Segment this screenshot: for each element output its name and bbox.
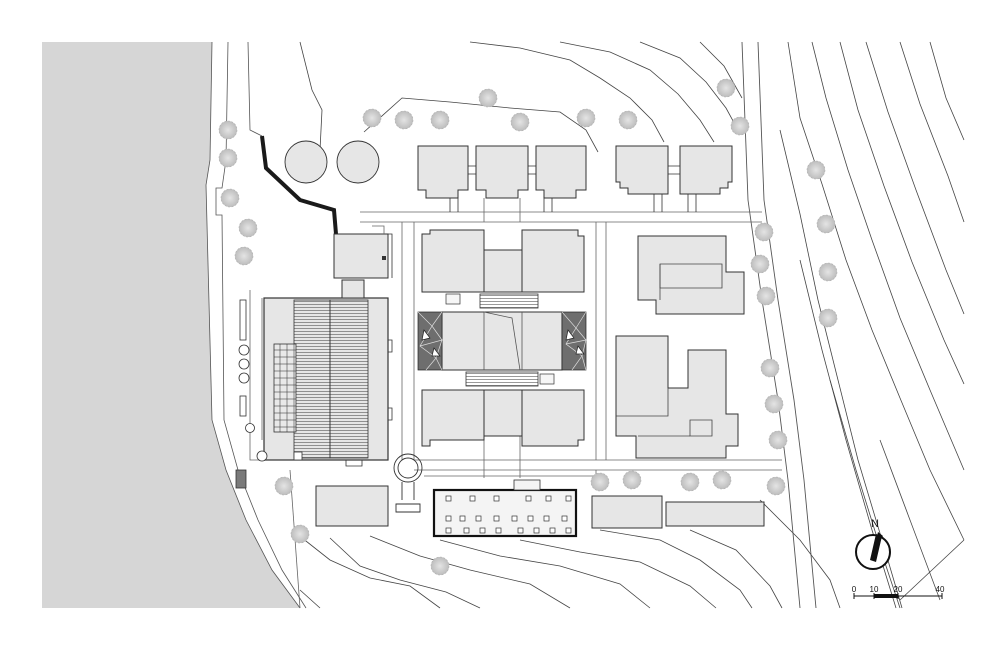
east-building-upper	[637, 235, 745, 315]
north-building-2	[475, 145, 529, 199]
tree-icon	[768, 430, 788, 450]
tree-icon	[756, 286, 776, 306]
central-south-link	[483, 389, 523, 437]
tree-icon	[622, 470, 642, 490]
central-entries	[445, 293, 555, 385]
south-building-west	[315, 485, 389, 527]
faceted-facade-west	[417, 311, 443, 371]
tree-icon	[218, 120, 238, 140]
tree-icon	[680, 472, 700, 492]
tree-icon	[618, 110, 638, 130]
tree-icon	[234, 246, 254, 266]
central-nw-block	[421, 229, 485, 293]
warehouse-north-annex	[333, 233, 389, 279]
tank-east	[336, 140, 380, 184]
tree-icon	[218, 148, 238, 168]
warehouse-grid-roof	[273, 343, 297, 433]
warehouse-west	[263, 225, 393, 467]
scale-label-10: 10	[870, 585, 879, 594]
central-ne-block	[521, 229, 585, 293]
tree-icon	[220, 188, 240, 208]
east-building-lines	[616, 263, 723, 437]
north-row-buildings	[417, 145, 733, 199]
east-building-lower	[615, 335, 739, 459]
tree-icon	[816, 214, 836, 234]
central-sw-block	[421, 389, 485, 447]
north-building-1	[417, 145, 469, 199]
central-se-block	[521, 389, 585, 447]
west-side-features	[235, 299, 268, 489]
tree-icon	[754, 222, 774, 242]
central-core-lines	[483, 311, 523, 371]
south-building-east-1	[591, 495, 663, 529]
tank-west	[284, 140, 328, 184]
central-north-link	[483, 249, 523, 293]
scale-label-0: 0	[852, 585, 857, 594]
north-row-links	[449, 165, 697, 212]
east-buildings	[615, 235, 745, 459]
scale-label-20: 20	[894, 585, 903, 594]
tree-icon	[750, 254, 770, 274]
road-east	[741, 41, 817, 609]
north-building-3	[535, 145, 587, 199]
tree-icon	[764, 394, 784, 414]
stair-north	[479, 293, 539, 309]
tree-icon	[818, 308, 838, 328]
faceted-facade-east	[561, 311, 587, 371]
warehouse-stair-core	[341, 279, 365, 299]
tree-icon	[716, 78, 736, 98]
tree-icon	[712, 470, 732, 490]
water-body	[42, 42, 300, 608]
boardwalk-path	[260, 135, 338, 235]
north-building-5	[679, 145, 733, 195]
central-complex	[421, 229, 585, 447]
tree-icon	[430, 556, 450, 576]
tree-icon	[760, 358, 780, 378]
warehouse-roof-1	[293, 299, 331, 459]
tree-icon	[806, 160, 826, 180]
tree-icon	[430, 110, 450, 130]
south-block-main	[432, 479, 578, 538]
contour-lines-south	[291, 499, 841, 609]
roundabout	[393, 453, 423, 513]
stair-south	[465, 371, 539, 387]
tree-icon	[238, 218, 258, 238]
scale-label-40: 40	[936, 585, 945, 594]
tree-icon	[766, 476, 786, 496]
central-core	[441, 311, 563, 371]
tree-icon	[362, 108, 382, 128]
tree-icon	[818, 262, 838, 282]
tree-icon	[394, 110, 414, 130]
tree-icon	[590, 472, 610, 492]
tree-icon	[478, 88, 498, 108]
scale-bar: 0 10 20 40	[852, 585, 945, 599]
tree-icon	[510, 112, 530, 132]
tree-icon	[576, 108, 596, 128]
north-arrow: N	[855, 518, 891, 570]
tree-icon	[290, 524, 310, 544]
south-building-east-2	[665, 501, 765, 527]
trees	[218, 78, 838, 576]
warehouse-roof-2	[329, 299, 369, 459]
shoreline-promenade	[205, 41, 307, 609]
tree-icon	[274, 476, 294, 496]
north-label: N	[871, 518, 879, 530]
north-building-4	[615, 145, 669, 195]
contour-lines-north	[299, 41, 743, 153]
tree-icon	[730, 116, 750, 136]
south-buildings	[315, 485, 765, 529]
